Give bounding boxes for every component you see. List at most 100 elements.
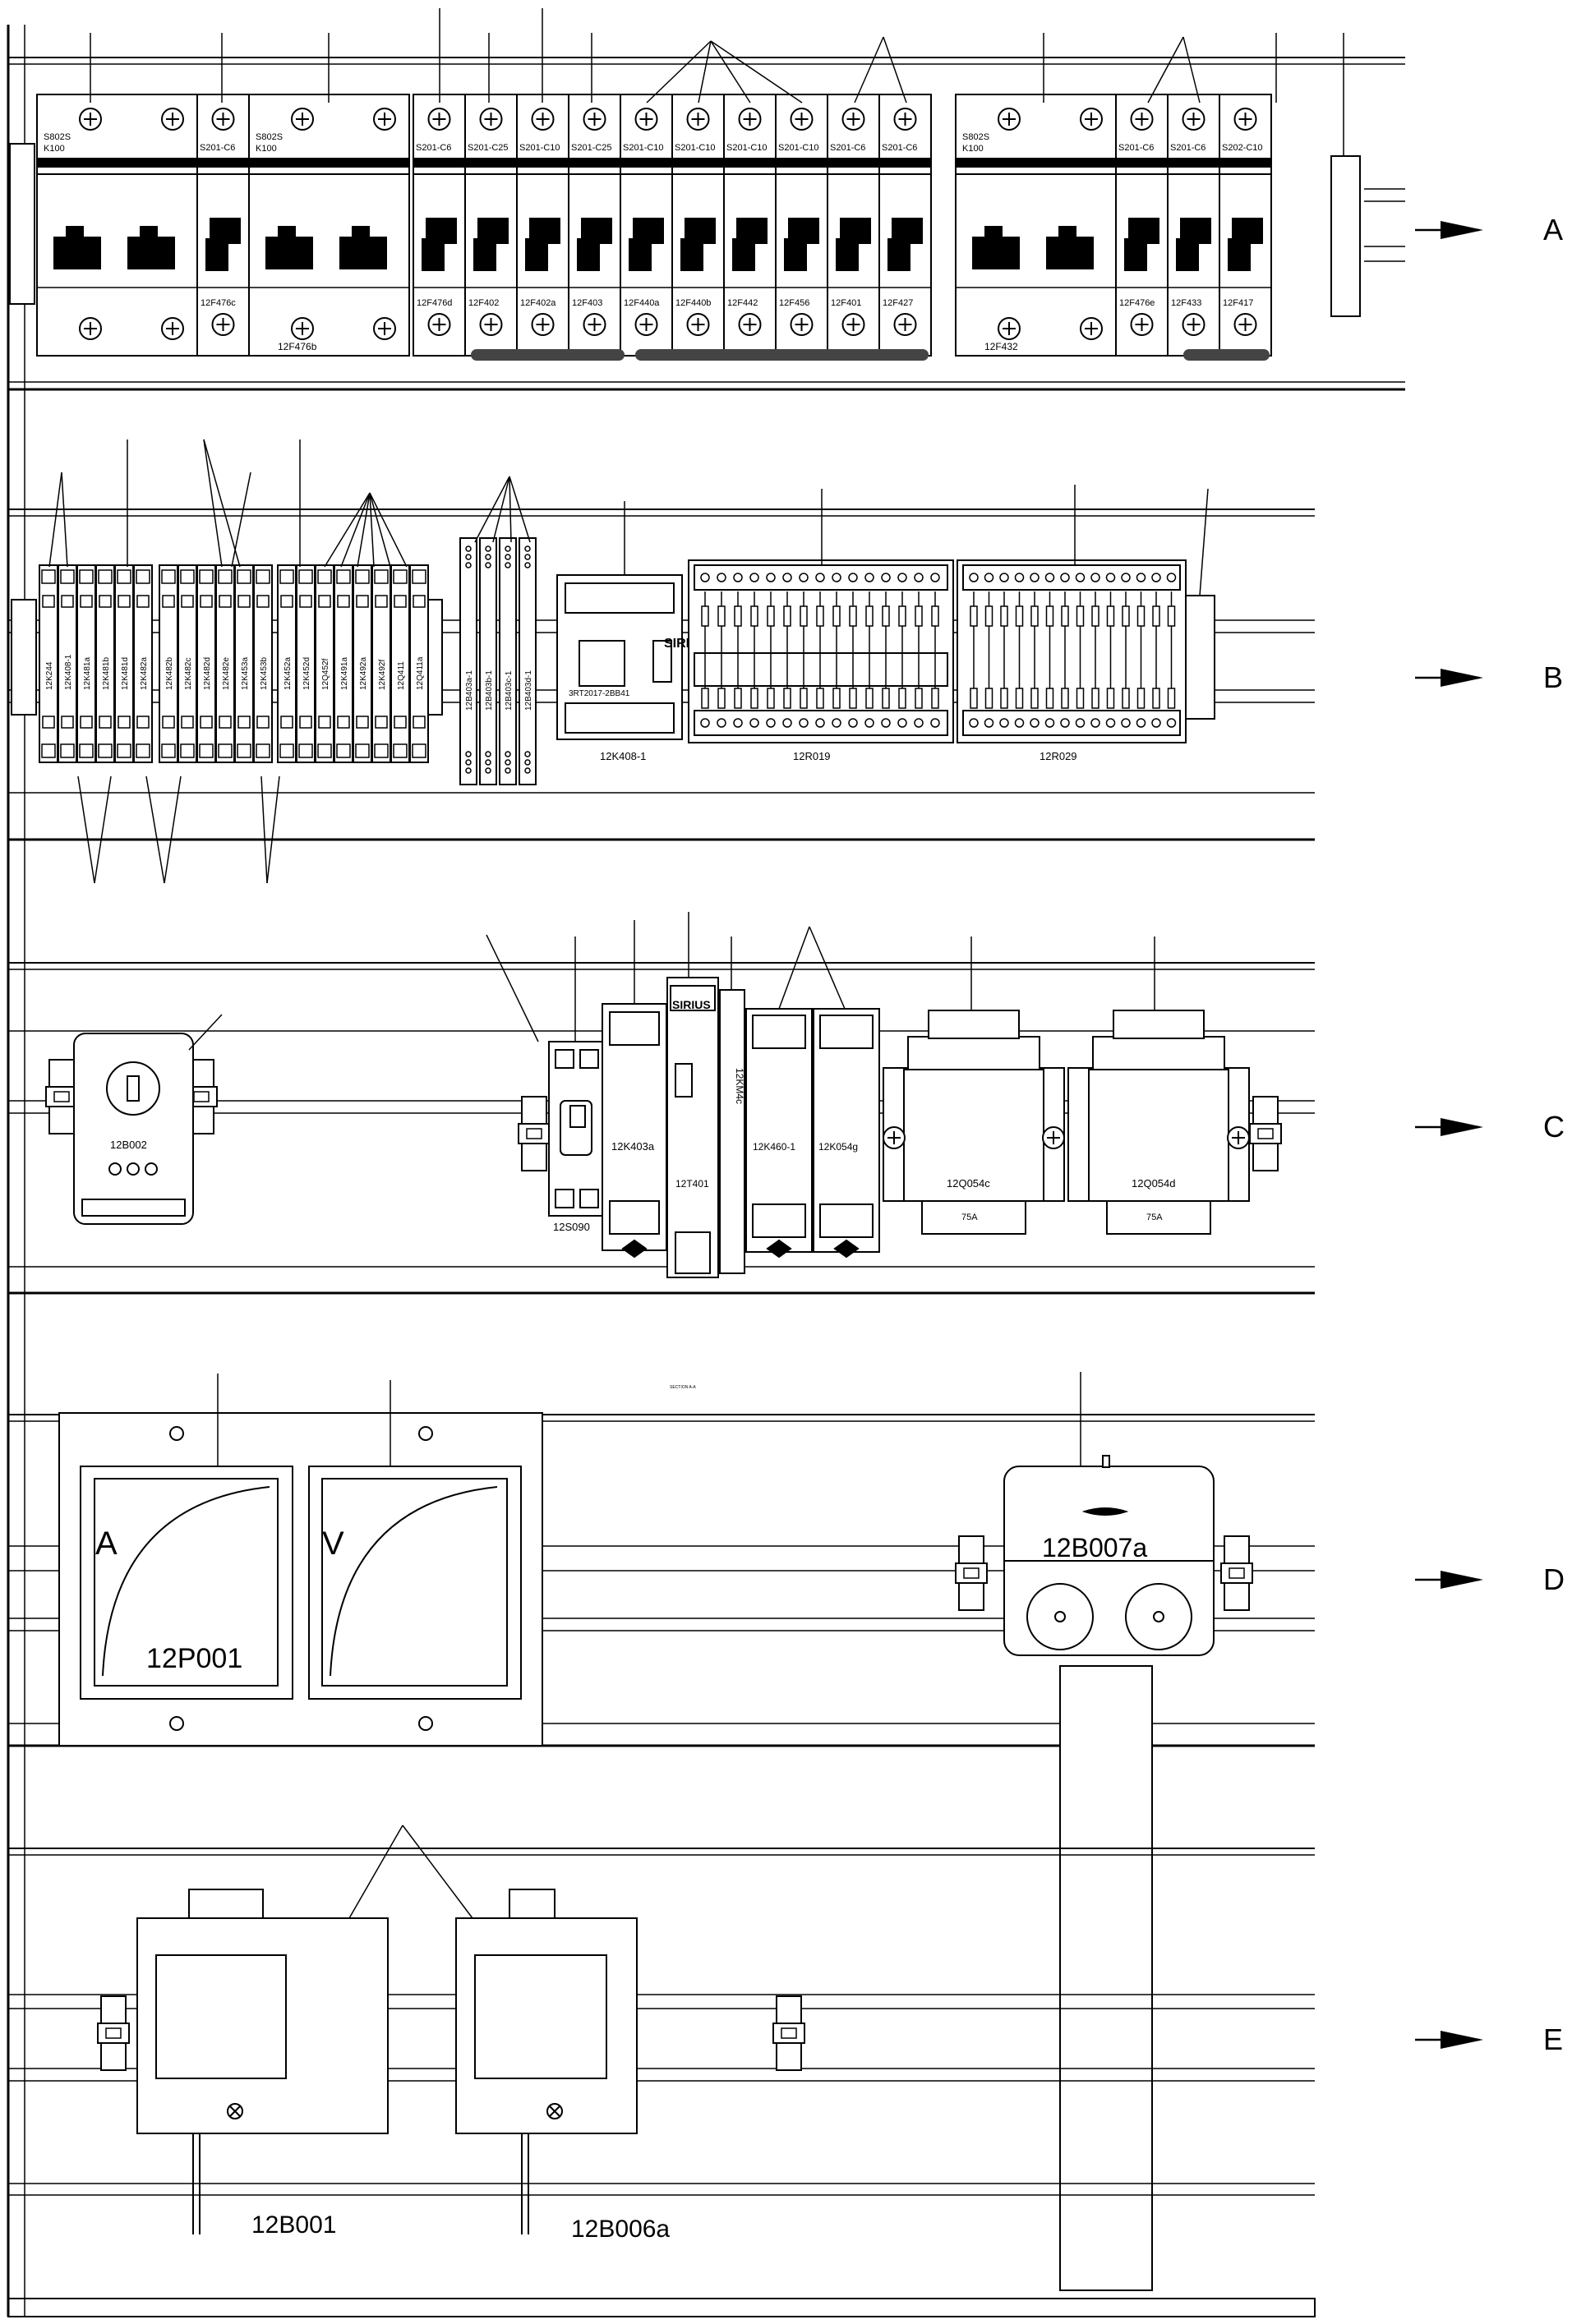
row-b-diode-modules: 12B403a-1 12B403b-1 12B403c-1 12B403d-1 (459, 537, 537, 785)
row-b-terminal-block-12R019: 12R019 (688, 559, 954, 762)
row-c-side-tag: 12KM4c (734, 1068, 745, 1104)
row-c-transformer-tag: 12T401 (675, 1178, 709, 1190)
relay-module-15: 12K491a (334, 564, 353, 763)
breaker-model-11: S201-C6 (830, 143, 865, 153)
relay-tag-10: 12K453a (241, 657, 250, 690)
row-arrow-A: A (1415, 213, 1563, 246)
relay-tag-6: 12K482b (165, 657, 174, 690)
row-e: 12B001 12B006a (8, 1825, 1315, 2243)
breaker-tag-14: 12F476e (1119, 298, 1155, 308)
row-b-leaders (48, 439, 1209, 884)
relay-module-14: 12Q452f (315, 564, 334, 763)
row-arrow-E: E (1415, 2023, 1563, 2056)
diode-module-3: 12B403d-1 (519, 537, 537, 785)
diode-tag-1: 12B403b-1 (485, 670, 494, 711)
row-e-box-b-tag: 12B006a (571, 2216, 670, 2243)
breaker-model-14: S201-C6 (1118, 143, 1154, 153)
breaker-model-10: S201-C10 (778, 143, 819, 153)
breaker-tag-16: 12F417 (1223, 298, 1253, 308)
relay-tag-5: 12K482a (140, 657, 149, 690)
breaker-model-9: S201-C10 (726, 143, 768, 153)
row-c-contactor-a-tag: 12K403a (611, 1140, 655, 1153)
relay-module-19: 12Q411a (409, 564, 429, 763)
row-b-terminal-strips-1 (700, 573, 940, 728)
row-b-terminal-strips-2 (969, 573, 1177, 728)
row-d-meter-v-symbol: V (322, 1526, 344, 1562)
row-c-contactor-b-tag: 12K460-1 (753, 1141, 795, 1153)
breaker-model-6: S201-C25 (571, 143, 612, 153)
row-label-C: C (1543, 1110, 1565, 1144)
row-e-box-12B001: 12B001 (97, 1889, 389, 2239)
breaker-model-1: S201-C6 (200, 143, 235, 153)
relay-tag-1: 12K408-1 (64, 654, 73, 690)
relay-tag-11: 12K453b (260, 657, 269, 690)
row-section-arrows: A B C D E (1415, 213, 1565, 2056)
relay-module-1: 12K408-1 (58, 564, 77, 763)
relay-module-18: 12Q411 (390, 564, 410, 763)
breaker-10: S201-C10 12F456 (775, 94, 828, 357)
row-c-power-module-12Q054d: 12Q054d 75A (1067, 1010, 1282, 1235)
diode-tag-0: 12B403a-1 (465, 670, 474, 711)
relay-tag-17: 12K492f (378, 660, 387, 690)
row-arrow-B: B (1415, 660, 1563, 694)
relay-module-7: 12K482c (177, 564, 197, 763)
row-c-power-b-rating: 75A (1146, 1213, 1163, 1222)
breaker-tag-6: 12F403 (572, 298, 602, 308)
breaker-rating-13: K100 (962, 144, 984, 154)
row-d-meter-panel (58, 1412, 543, 1746)
breaker-tag-13: 12F432 (984, 341, 1018, 352)
row-arrow-D: D (1415, 1562, 1565, 1596)
row-b-terminal-block-12R029: 12R029 (957, 559, 1187, 762)
breaker-tag-3: 12F476d (417, 298, 452, 308)
relay-module-13: 12K452d (296, 564, 316, 763)
relay-module-4: 12K481d (114, 564, 134, 763)
row-d-fan-tag: 12B007a (1042, 1533, 1147, 1562)
breaker-model-0: S802S (44, 132, 71, 142)
relay-module-8: 12K482d (196, 564, 216, 763)
row-c-switch-tag: 12S090 (553, 1221, 590, 1233)
relay-module-10: 12K453a (234, 564, 254, 763)
row-a-end-clamps (9, 143, 1361, 317)
relay-tag-13: 12K452d (302, 657, 311, 690)
row-c-side-module: 12KM4c (719, 989, 745, 1274)
row-c-switch: 12S090 (518, 1041, 606, 1233)
breaker-tag-12: 12F427 (883, 298, 913, 308)
diode-module-0: 12B403a-1 (459, 537, 477, 785)
row-c-power-module-12Q054c: 12Q054c 75A (883, 1010, 1065, 1235)
relay-tag-15: 12K491a (340, 657, 349, 690)
diode-module-2: 12B403c-1 (499, 537, 517, 785)
relay-module-17: 12K492f (371, 564, 391, 763)
row-d: SECTION A-A A V 12P001 (8, 1372, 1315, 2291)
row-c-thermostat-tag: 12B002 (110, 1139, 147, 1151)
row-c-power-b-tag: 12Q054d (1132, 1177, 1176, 1190)
row-c-power-supply-12T401: SIRIUS 12T401 (666, 977, 719, 1278)
relay-tag-0: 12K244 (45, 661, 54, 690)
breaker-tag-10: 12F456 (779, 298, 809, 308)
diode-tag-2: 12B403c-1 (505, 670, 514, 711)
row-c-contactor-12K403a: 12K403a (602, 1003, 667, 1259)
row-label-A: A (1543, 213, 1563, 246)
row-b-sirius-relay: SIRIUS 3RT2017-2BB41 12K408-1 (556, 574, 708, 762)
relay-module-5: 12K482a (133, 564, 153, 763)
relay-tag-16: 12K492a (359, 657, 368, 690)
breaker-model-4: S201-C25 (468, 143, 509, 153)
breaker-6: S201-C25 12F403 (568, 94, 621, 357)
relay-tag-12: 12K452a (284, 657, 293, 690)
row-c-contactor-12K460-1: 12K460-1 (745, 1008, 813, 1259)
row-d-leaders (217, 1372, 1081, 1466)
relay-tag-8: 12K482d (203, 657, 212, 690)
row-d-small-note: SECTION A-A (670, 1385, 696, 1390)
